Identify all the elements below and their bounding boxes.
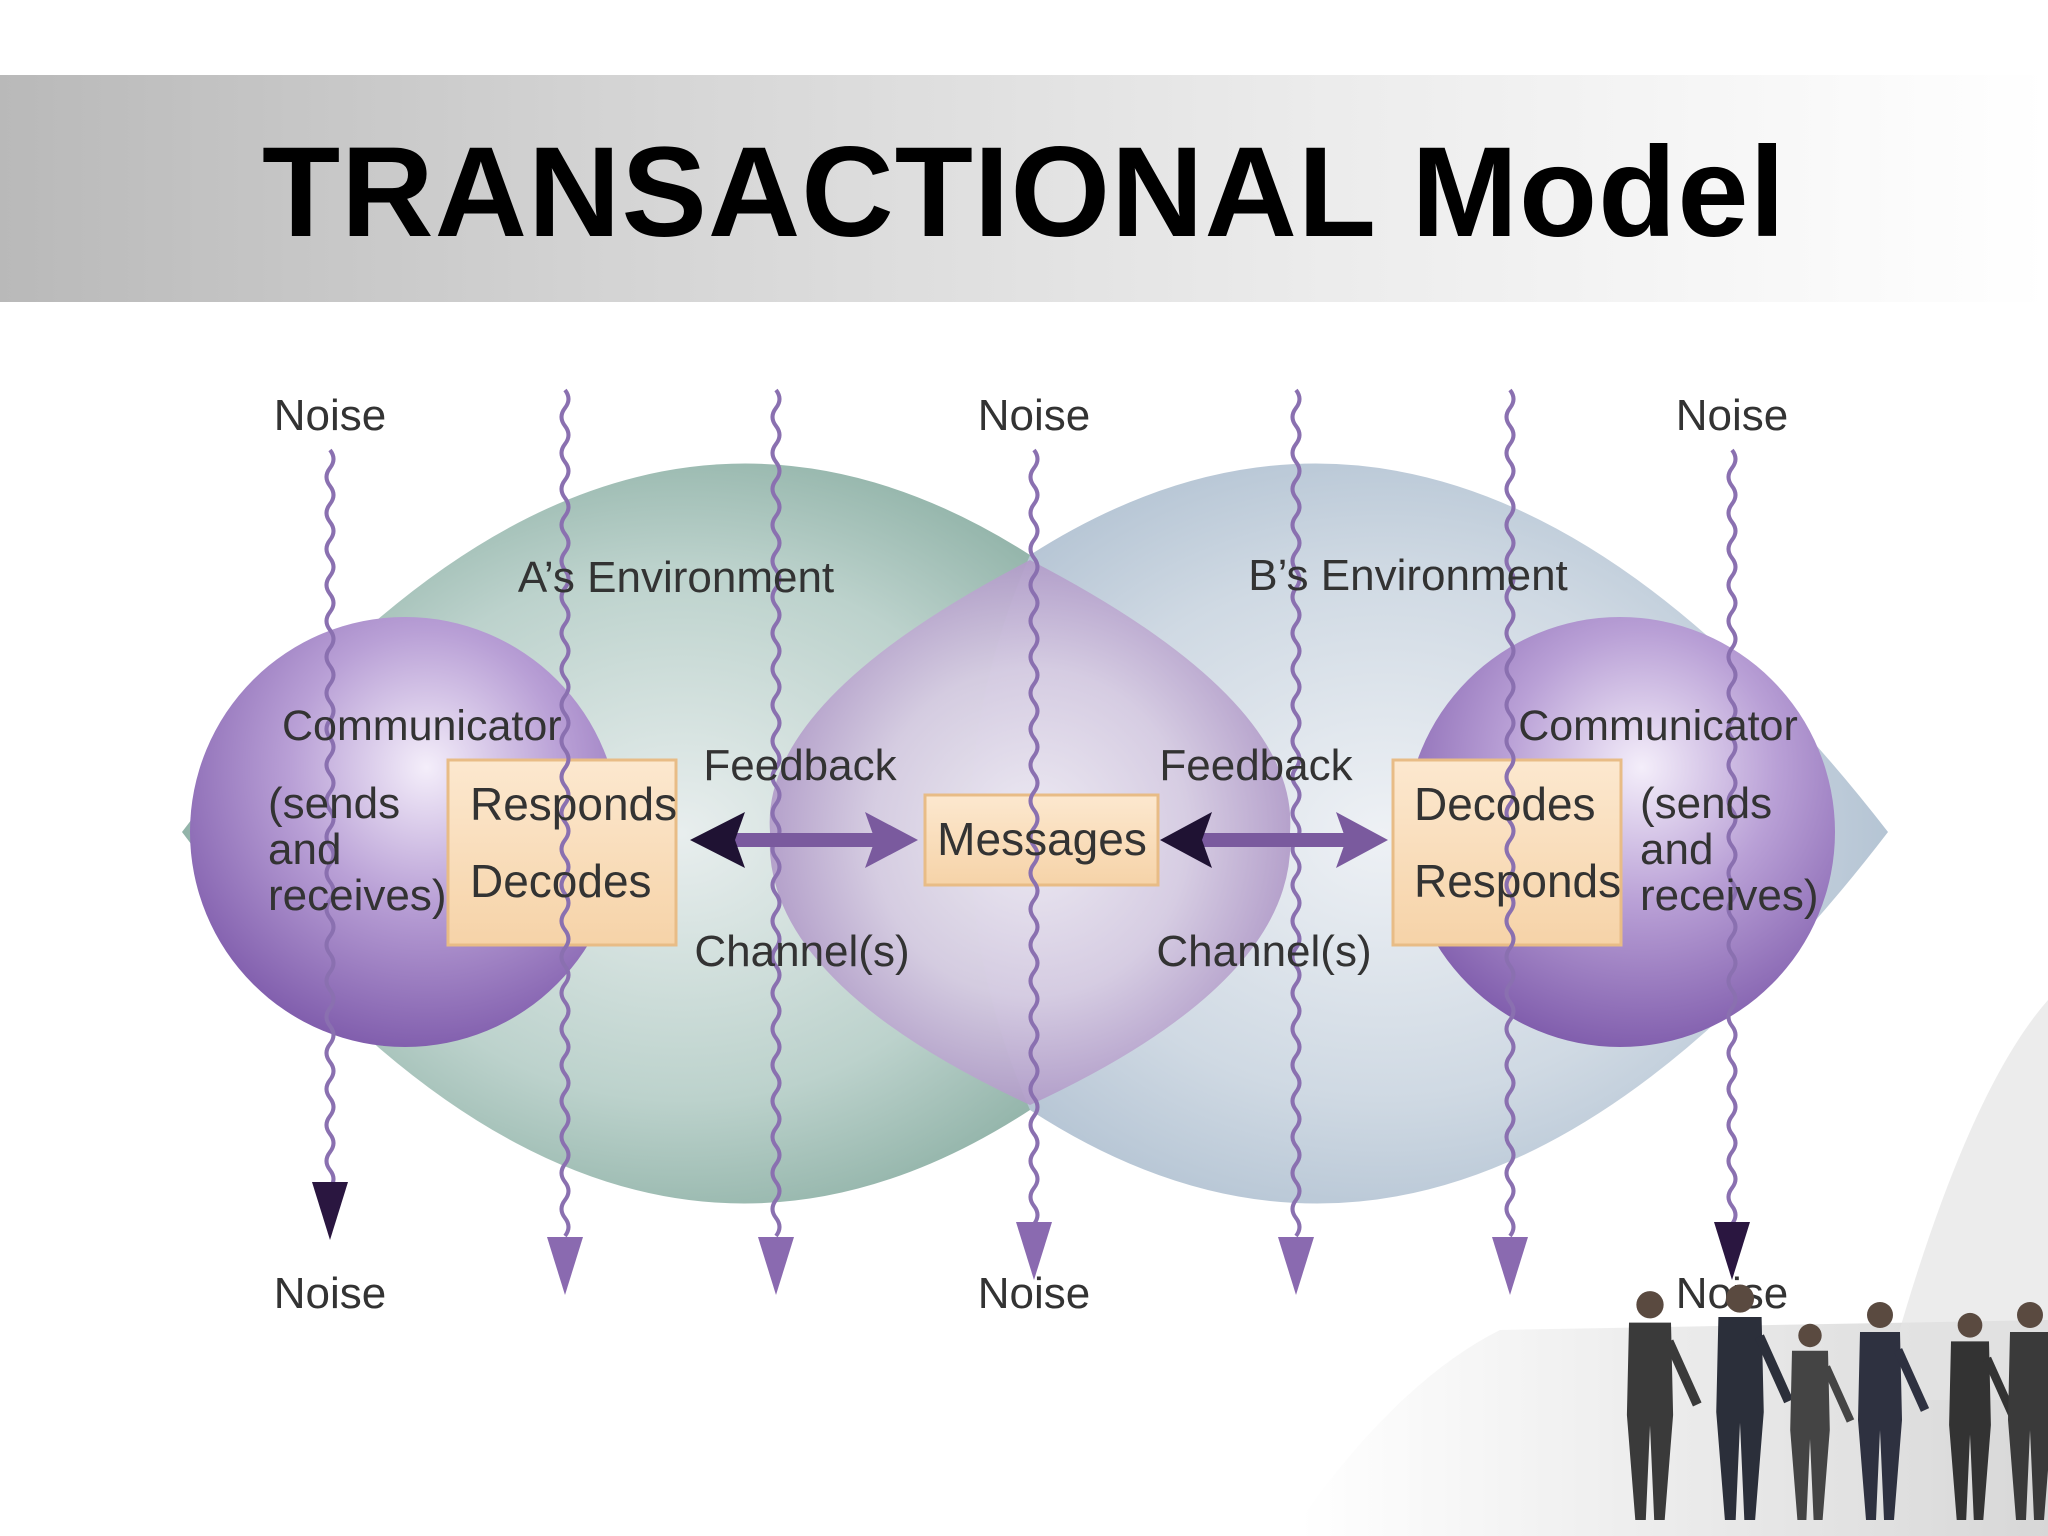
person-silhouette — [2008, 1302, 2048, 1520]
person-silhouette — [1626, 1291, 1702, 1520]
messages-label: Messages — [937, 813, 1147, 865]
noise-line-7-arrowhead — [1714, 1222, 1750, 1280]
feedback-arrow-right — [1160, 812, 1388, 868]
noise-label-bottom-center: Noise — [978, 1269, 1091, 1318]
noise-line-4 — [1028, 448, 1040, 1226]
feedback-label-right: Feedback — [1159, 741, 1353, 790]
box-a-line-2: Decodes — [470, 855, 652, 907]
box-b-line-1: Decodes — [1414, 778, 1596, 830]
noise-line-6-arrowhead — [1492, 1237, 1528, 1295]
noise-line-1-arrowhead — [312, 1182, 348, 1240]
page-title: TRANSACTIONAL Model — [261, 121, 1787, 264]
title-band — [0, 75, 2048, 302]
communicator-b-role-line-1: (sends — [1640, 779, 1772, 828]
noise-label-top-left: Noise — [274, 391, 387, 440]
communicator-b-role-line-3: receives) — [1640, 871, 1819, 920]
feedback-arrow-left — [690, 812, 918, 868]
noise-lines — [312, 388, 1750, 1295]
communicator-b-role-line-2: and — [1640, 825, 1713, 874]
channels-label-right: Channel(s) — [1156, 927, 1371, 976]
noise-line-3-arrowhead — [758, 1237, 794, 1295]
box-a-line-1: Responds — [470, 778, 677, 830]
person-silhouette — [1790, 1323, 1855, 1520]
noise-line-5 — [1290, 388, 1302, 1238]
communicator-a-role-line-3: receives) — [268, 871, 447, 920]
communicator-a-role-line-1: (sends — [268, 779, 400, 828]
noise-line-2-arrowhead — [547, 1237, 583, 1295]
person-silhouette — [1716, 1284, 1794, 1520]
noise-line-3 — [770, 388, 782, 1238]
noise-line-5-arrowhead — [1278, 1237, 1314, 1295]
communicator-a-role-line-2: and — [268, 825, 341, 874]
feedback-label-left: Feedback — [703, 741, 897, 790]
communicator-a-title: Communicator — [282, 702, 562, 750]
noise-label-top-center: Noise — [978, 391, 1091, 440]
environment-a-label: A’s Environment — [518, 553, 834, 602]
communicator-b-title: Communicator — [1518, 702, 1798, 750]
channels-label-left: Channel(s) — [694, 927, 909, 976]
noise-line-4-arrowhead — [1016, 1222, 1052, 1280]
noise-line-2 — [559, 388, 571, 1238]
noise-label-top-right: Noise — [1676, 391, 1789, 440]
noise-line-7 — [1726, 448, 1738, 1226]
noise-line-1 — [324, 448, 336, 1190]
messages-box — [923, 793, 1160, 887]
environment-b-label: B’s Environment — [1248, 551, 1568, 600]
person-silhouette — [1858, 1302, 1930, 1520]
noise-line-6 — [1504, 388, 1516, 1238]
people-silhouettes — [1626, 1284, 2048, 1520]
noise-label-bottom-left: Noise — [274, 1269, 387, 1318]
box-b-line-2: Responds — [1414, 855, 1621, 907]
